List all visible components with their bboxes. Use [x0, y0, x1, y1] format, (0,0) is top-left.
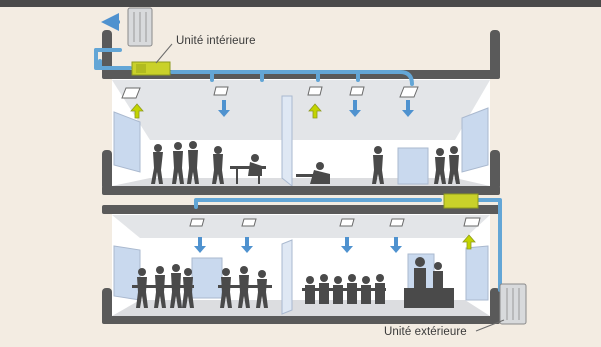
person-silhouette-icon	[256, 270, 268, 308]
outdoor-unit-icon	[127, 7, 153, 47]
person-silhouette-icon	[372, 146, 384, 184]
people-lower-floor	[132, 257, 454, 308]
return-arrow-icon	[130, 103, 144, 119]
person-silhouette-icon	[310, 162, 330, 184]
reception-desk	[404, 288, 454, 308]
person-silhouette-icon	[187, 141, 199, 184]
indoor-unit-icon	[443, 193, 479, 209]
person-silhouette-icon	[375, 274, 385, 304]
supply-arrows	[194, 100, 414, 253]
outdoor-unit-icon	[499, 283, 527, 325]
person-silhouette-icon	[136, 268, 148, 308]
return-arrows	[130, 103, 476, 250]
outdoor-callout-line	[475, 319, 505, 332]
table	[302, 288, 386, 291]
supply-arrow-icon	[218, 100, 230, 117]
person-silhouette-icon	[238, 266, 250, 308]
person-silhouette-icon	[319, 274, 329, 304]
desk	[230, 166, 266, 169]
person-silhouette-icon	[333, 276, 343, 304]
indoor-unit-icon	[131, 61, 171, 76]
supply-arrow-icon	[194, 237, 206, 253]
return-arrow-icon	[462, 234, 476, 250]
people-upper-floor	[151, 141, 460, 184]
indoor-unit-label: Unité intérieure	[176, 35, 256, 47]
supply-arrow-icon	[402, 100, 414, 117]
top-bar	[0, 0, 601, 7]
person-silhouette-icon	[414, 257, 426, 288]
person-silhouette-icon	[433, 262, 443, 288]
refrigerant-ducts	[94, 48, 502, 292]
indoor-callout-line	[155, 43, 173, 64]
person-silhouette-icon	[434, 148, 446, 184]
supply-arrow-icon	[241, 237, 253, 253]
person-silhouette-icon	[151, 144, 163, 184]
person-silhouette-icon	[154, 266, 166, 308]
ceiling-vents	[121, 86, 481, 227]
person-silhouette-icon	[347, 274, 357, 304]
person-silhouette-icon	[172, 142, 184, 184]
supply-arrow-icon	[390, 237, 402, 253]
person-silhouette-icon	[305, 276, 315, 304]
person-silhouette-icon	[448, 146, 460, 184]
supply-arrow-icon	[349, 100, 361, 117]
person-silhouette-icon	[182, 268, 194, 308]
person-silhouette-icon	[361, 276, 371, 304]
outdoor-unit-label: Unité extérieure	[384, 326, 467, 338]
return-arrow-icon	[308, 103, 322, 119]
person-silhouette-icon	[170, 264, 182, 308]
person-silhouette-icon	[220, 268, 232, 308]
building-structure	[102, 30, 500, 324]
person-silhouette-icon	[212, 146, 224, 184]
supply-arrow-icon	[341, 237, 353, 253]
